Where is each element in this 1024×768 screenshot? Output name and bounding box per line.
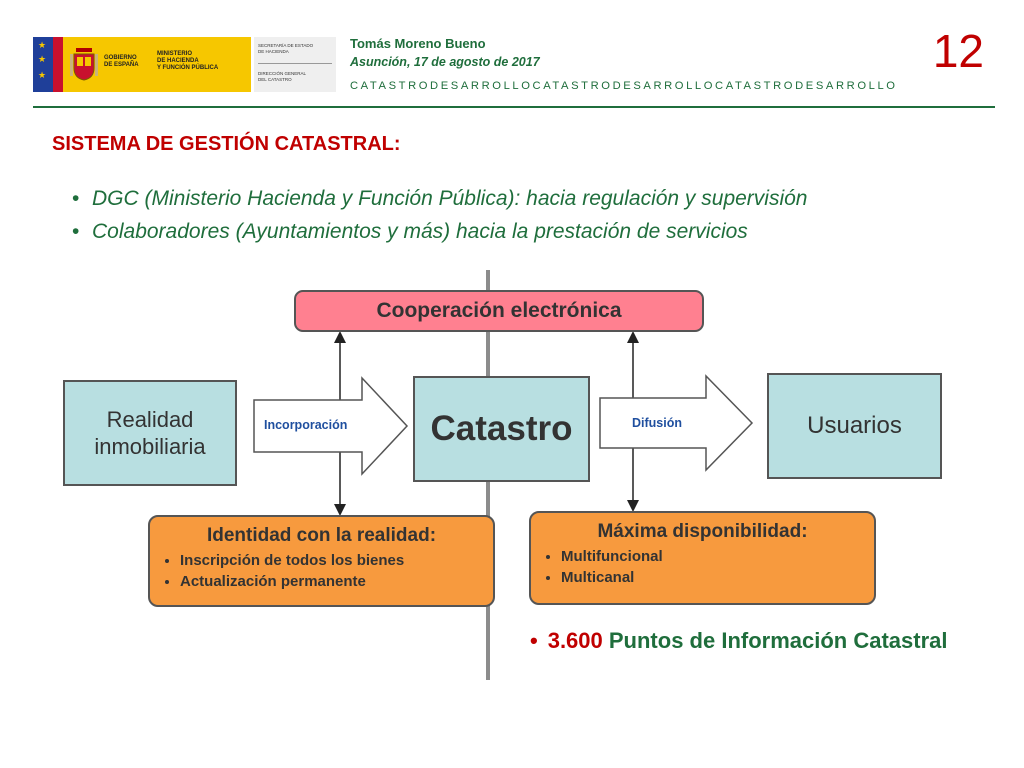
usuarios-box: Usuarios — [767, 373, 942, 479]
realidad-box: Realidad inmobiliaria — [63, 380, 237, 486]
difusion-arrow — [599, 374, 754, 472]
cooperacion-box: Cooperación electrónica — [294, 290, 704, 332]
puntos-informacion: • 3.600 Puntos de Información Catastral — [530, 628, 948, 654]
bullet-list: DGC (Ministerio Hacienda y Función Públi… — [72, 182, 808, 248]
incorporacion-label: Incorporación — [264, 418, 348, 432]
presentation-date: Asunción, 17 de agosto de 2017 — [350, 55, 540, 69]
list-item: Inscripción de todos los bienes — [180, 550, 493, 571]
identidad-box: Identidad con la realidad: Inscripción d… — [148, 515, 495, 607]
identidad-title: Identidad con la realidad: — [206, 525, 437, 546]
star-icon: ★ — [38, 54, 47, 64]
eu-flag-stripe — [33, 37, 53, 92]
bullet-icon: • — [530, 628, 538, 653]
coat-of-arms-icon — [70, 48, 98, 81]
header-divider — [33, 106, 995, 108]
list-item: Multifuncional — [561, 546, 874, 567]
bullet-item: Colaboradores (Ayuntamientos y más) haci… — [72, 215, 808, 248]
gov-label: GOBIERNO DE ESPAÑA — [104, 55, 139, 68]
secretaria-box — [254, 37, 336, 92]
government-logo — [33, 37, 251, 92]
author-name: Tomás Moreno Bueno — [350, 36, 486, 51]
ministry-label: MINISTERIO DE HACIENDA Y FUNCIÓN PÚBLICA — [157, 51, 219, 71]
list-item: Multicanal — [561, 567, 874, 588]
puntos-number: 3.600 — [547, 628, 603, 653]
maxima-box: Máxima disponibilidad: Multifuncional Mu… — [529, 511, 876, 605]
realidad-line2: inmobiliaria — [94, 434, 206, 459]
incorporacion-arrow — [253, 376, 409, 476]
identidad-list: Inscripción de todos los bienes Actualiz… — [150, 550, 493, 592]
section-title: SISTEMA DE GESTIÓN CATASTRAL: — [52, 133, 401, 155]
star-icon: ★ — [38, 40, 47, 50]
catastro-box: Catastro — [413, 376, 590, 482]
difusion-label: Difusión — [632, 416, 682, 430]
divider — [258, 63, 332, 64]
maxima-list: Multifuncional Multicanal — [531, 546, 874, 588]
header-band-text: CATASTRODESARROLLOCATASTRODESARROLLOCATA… — [350, 80, 898, 92]
slide-number: 12 — [932, 25, 984, 77]
secretaria-label: SECRETARÍA DE ESTADO DE HACIENDA — [258, 43, 314, 54]
maxima-title: Máxima disponibilidad: — [597, 521, 808, 542]
star-icon: ★ — [38, 70, 47, 80]
puntos-text: Puntos de Información Catastral — [602, 628, 948, 653]
bullet-item: DGC (Ministerio Hacienda y Función Públi… — [72, 182, 808, 215]
spain-flag-stripe — [53, 37, 63, 92]
realidad-line1: Realidad — [106, 407, 194, 432]
list-item: Actualización permanente — [180, 571, 493, 592]
direccion-label: DIRECCIÓN GENERAL DEL CATASTRO — [258, 71, 307, 82]
